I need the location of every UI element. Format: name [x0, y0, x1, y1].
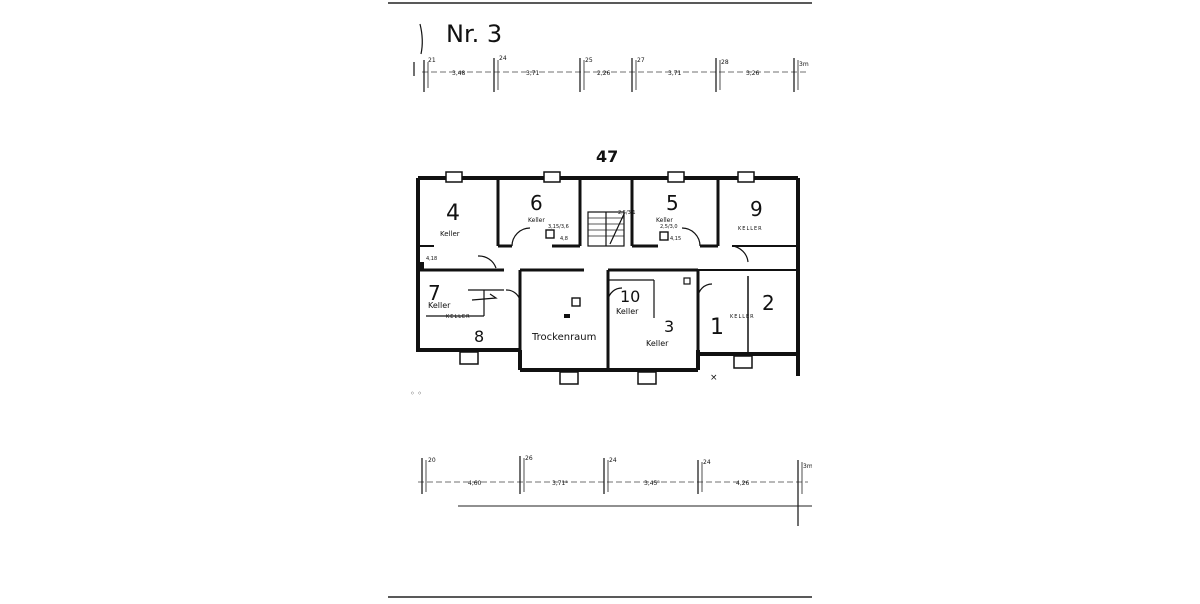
top-dimension-3: 2,26 — [597, 70, 611, 77]
room-label: Keller — [528, 217, 545, 224]
room-number: 6 — [530, 191, 543, 215]
plan-sheet: Nr. 3 21 24 25 27 28 3m 3,48 3,71 2,26 3… — [388, 0, 813, 600]
top-dimension-1: 3,48 — [452, 70, 466, 77]
top-axis-mark-6: 3m — [799, 61, 809, 68]
bottom-dimension-3: 3,45⁵ — [644, 480, 660, 487]
room-number: 2 — [762, 291, 775, 315]
room-3: 3 Keller — [646, 317, 674, 348]
staircase — [587, 211, 625, 247]
room-number: 7 — [428, 281, 441, 305]
floor-plan-drawing: Nr. 3 21 24 25 27 28 3m 3,48 3,71 2,26 3… — [388, 2, 813, 598]
floor-marker: 47 — [596, 147, 618, 166]
bottom-axis-mark-1: 20 — [428, 457, 436, 464]
title-bracket-mark — [419, 23, 423, 55]
bottom-axis-mark-4: 24 — [703, 459, 711, 466]
bottom-axis-mark-5: 3m — [803, 463, 812, 470]
room-number: 5 — [666, 191, 679, 215]
room-6: 6 Keller — [528, 191, 545, 224]
room-number: 9 — [750, 197, 763, 221]
note-a6: 4,18 — [426, 256, 437, 262]
bottom-dimension-1: 4,60 — [468, 480, 482, 487]
room-8: 8 KELLER — [446, 314, 484, 346]
note-a1: 3,15/3,6 — [548, 224, 569, 230]
room-2: 2 KELLER — [730, 291, 775, 320]
bottom-dimension-2: 3,71⁵ — [552, 480, 568, 487]
note-a2: 2,5/3,1 — [618, 210, 636, 216]
upper-partitions — [418, 178, 798, 269]
room-number: 4 — [446, 201, 460, 226]
note-a4: 4,8 — [560, 236, 568, 242]
windows-top — [445, 171, 755, 183]
room-label: Trockenraum — [531, 332, 596, 343]
room-label: Keller — [440, 230, 460, 238]
room-trockenraum: Trockenraum — [531, 332, 596, 343]
note-a3: 2,5/3,0 — [660, 224, 678, 230]
top-dimension-line: 21 24 25 27 28 3m 3,48 3,71 2,26 3,71 3,… — [422, 55, 809, 92]
stray-x-mark: × — [710, 373, 718, 383]
note-a5: 4,15 — [670, 236, 681, 242]
top-dimension-4: 3,71 — [668, 70, 682, 77]
room-label: KELLER — [730, 314, 755, 320]
room-number: 1 — [710, 315, 724, 340]
stray-mark: ◦ ◦ — [410, 389, 422, 398]
room-number: 10 — [620, 287, 640, 306]
room-7: 7 Keller — [428, 281, 451, 310]
bottom-dimension-line: 20 26 24 24 3m 4,60 3,71⁵ 3,45⁵ 4,26 — [418, 455, 813, 526]
room-5: 5 Keller — [656, 191, 679, 224]
room-10: 10 Keller — [616, 287, 640, 316]
top-axis-mark-1: 21 — [428, 57, 436, 64]
room-label: Keller — [656, 217, 673, 224]
top-axis-mark-5: 28 — [721, 59, 729, 66]
top-axis-mark-3: 25 — [585, 57, 593, 64]
room-number: 8 — [474, 327, 484, 346]
lower-partitions — [418, 268, 798, 370]
sheet-title: Nr. 3 — [446, 20, 502, 48]
bottom-axis-mark-2: 26 — [525, 455, 533, 462]
top-axis-mark-4: 27 — [637, 57, 645, 64]
room-4: 4 Keller — [440, 201, 460, 238]
room-number: 3 — [664, 317, 674, 336]
room-1: 1 — [710, 315, 724, 340]
room-label: Keller — [646, 339, 669, 348]
room-label: KELLER — [446, 314, 471, 320]
top-axis-mark-2: 24 — [499, 55, 507, 62]
top-dimension-5: 3,26 — [746, 70, 760, 77]
bottom-axis-mark-3: 24 — [609, 457, 617, 464]
room-label: KELLER — [738, 226, 763, 232]
room-label: Keller — [616, 307, 639, 316]
bottom-dimension-4: 4,26 — [736, 480, 750, 487]
fixture-symbols — [418, 229, 691, 318]
top-dimension-2: 3,71 — [526, 70, 540, 77]
room-label: Keller — [428, 301, 451, 310]
windows-bottom — [459, 351, 753, 385]
room-9: 9 KELLER — [738, 197, 763, 232]
